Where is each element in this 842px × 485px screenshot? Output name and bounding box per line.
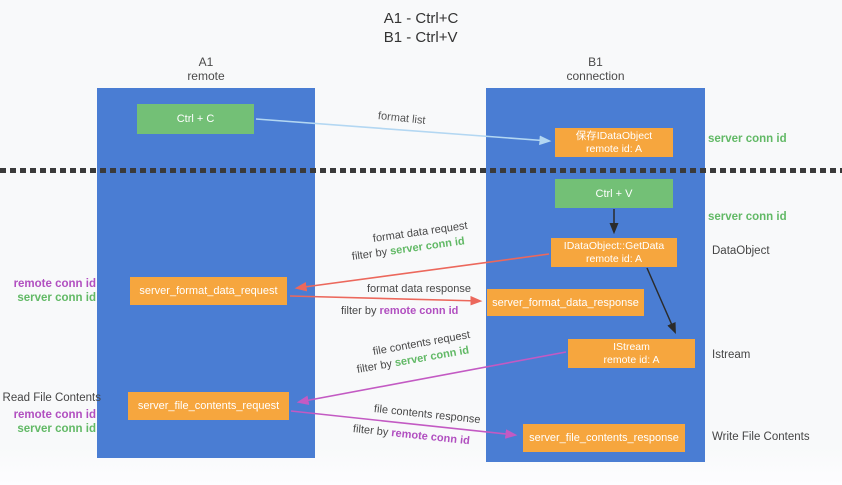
label-istream-side: Istream (712, 349, 751, 361)
label-server-conn-id-right-top: server conn id (708, 133, 787, 145)
server-format-data-request-box: server_format_data_request (130, 277, 287, 305)
lane-header-b1: B1 connection (486, 55, 705, 83)
ctrl-v-label: Ctrl + V (595, 187, 633, 200)
save-idataobject-box: 保存IDataObject remote id: A (555, 128, 673, 157)
label-server-conn-id-left-bottom: server conn id (17, 423, 96, 435)
lane-a1-title: A1 (198, 55, 214, 69)
istream-line1: IStream (613, 340, 650, 353)
left-conn-id-pair-bottom: remote conn id server conn id (0, 408, 96, 436)
filter-by-text: filter by (341, 305, 377, 317)
lane-header-a1: A1 remote (97, 55, 315, 83)
ctrl-c-label: Ctrl + C (176, 113, 215, 125)
server-format-data-response-box: server_format_data_response (487, 289, 644, 316)
ctrl-v-box: Ctrl + V (555, 179, 673, 208)
getdata-line1: IDataObject::GetData (563, 239, 665, 252)
remote-conn-id-text: remote conn id (379, 305, 459, 317)
lane-b1-title: B1 (588, 55, 603, 69)
label-filter-by-remote-conn-id-1: filter by remote conn id (341, 305, 458, 317)
save-idataobject-line2: remote id: A (585, 142, 643, 155)
server-file-contents-request-box: server_file_contents_request (128, 392, 289, 420)
save-idataobject-line1: 保存IDataObject (575, 129, 653, 142)
istream-line2: remote id: A (603, 353, 660, 366)
server-file-contents-response-label: server_file_contents_response (529, 432, 679, 444)
label-read-file-contents: Read File Contents (2, 392, 101, 404)
label-server-conn-id-right-mid: server conn id (708, 211, 787, 223)
server-format-data-request-label: server_format_data_request (139, 285, 278, 297)
label-dataobject: DataObject (712, 245, 770, 257)
server-file-contents-request-label: server_file_contents_request (137, 400, 280, 412)
label-remote-conn-id-left-top: remote conn id (13, 278, 96, 290)
label-write-file-contents: Write File Contents (712, 431, 810, 443)
lane-b1-subtitle: connection (566, 69, 625, 83)
title-line-2: B1 - Ctrl+V (383, 29, 458, 46)
left-conn-id-pair-top: remote conn id server conn id (0, 277, 96, 305)
title-line-1: A1 - Ctrl+C (383, 10, 459, 27)
dotted-divider-line (0, 168, 842, 173)
istream-box: IStream remote id: A (568, 339, 695, 368)
lane-a1-subtitle: remote (187, 69, 225, 83)
idataobject-getdata-box: IDataObject::GetData remote id: A (551, 238, 677, 267)
server-format-data-response-label: server_format_data_response (492, 296, 639, 309)
server-file-contents-response-box: server_file_contents_response (523, 424, 685, 452)
diagram-title: A1 - Ctrl+C B1 - Ctrl+V (0, 9, 842, 47)
label-server-conn-id-left-top: server conn id (17, 292, 96, 304)
ctrl-c-box: Ctrl + C (137, 104, 254, 134)
getdata-line2: remote id: A (585, 252, 643, 265)
label-format-data-response: format data response (367, 283, 471, 295)
label-remote-conn-id-left-bottom: remote conn id (13, 409, 96, 421)
